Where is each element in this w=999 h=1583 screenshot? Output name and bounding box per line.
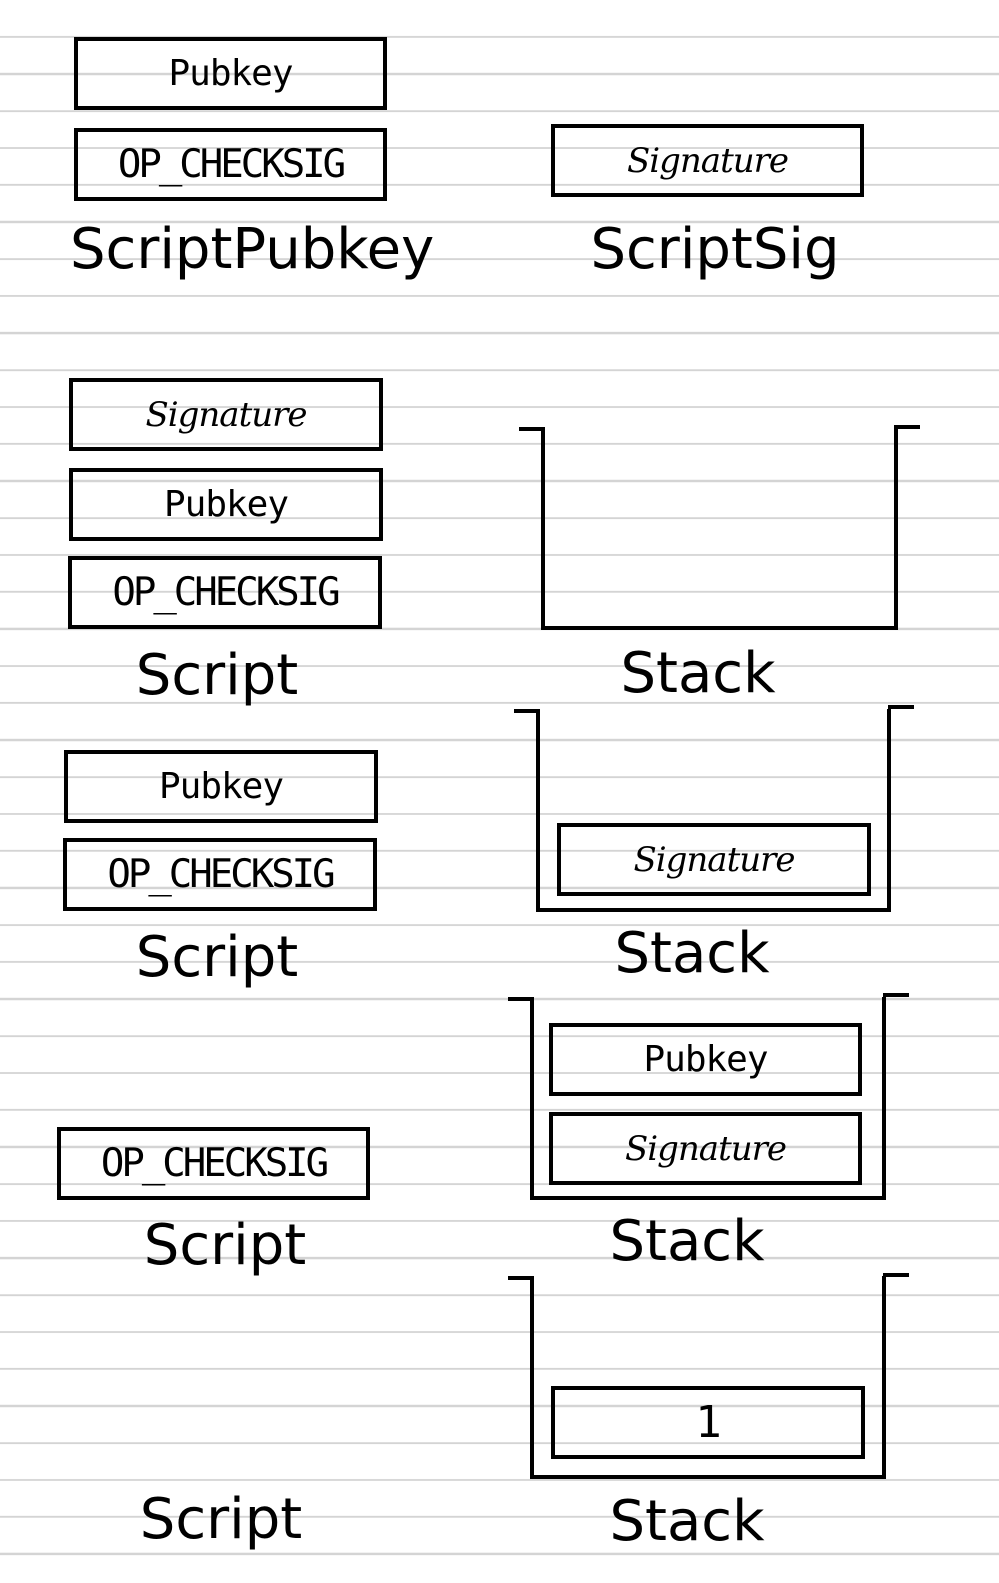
step2-stack-label: Stack (614, 921, 770, 986)
step1-script-checksig-box: OP_CHECKSIG (68, 556, 382, 629)
step3-stack-signature-box: Signature (549, 1112, 862, 1185)
step4-stack-right-lip (883, 1273, 909, 1277)
step2-stack-container (536, 709, 891, 912)
step3-stack-left-lip (508, 997, 534, 1001)
step4-stack-left-lip (508, 1276, 534, 1280)
step1-stack-label: Stack (620, 641, 776, 706)
step2-stack-right-lip (888, 705, 914, 709)
step1-script-pubkey-box: Pubkey (69, 468, 383, 541)
scriptpubkey-checksig-box: OP_CHECKSIG (74, 128, 387, 201)
step1-stack-left-lip (519, 427, 545, 431)
scriptpubkey-label: ScriptPubkey (70, 217, 435, 282)
step1-stack-container (541, 427, 898, 630)
step3-script-checksig-box: OP_CHECKSIG (57, 1127, 370, 1200)
step4-script-label: Script (139, 1487, 303, 1552)
scriptpubkey-pubkey-box: Pubkey (74, 37, 387, 110)
step3-stack-pubkey-box: Pubkey (549, 1023, 862, 1096)
step1-script-signature-box: Signature (69, 378, 383, 451)
step3-stack-right-lip (883, 993, 909, 997)
step3-stack-container (530, 997, 886, 1200)
step2-script-checksig-box: OP_CHECKSIG (63, 838, 377, 911)
step1-script-label: Script (135, 643, 299, 708)
step4-stack-result-box: 1 (551, 1386, 865, 1459)
step2-stack-signature-box: Signature (557, 823, 871, 896)
step4-stack-container (530, 1276, 886, 1479)
step1-stack-right-lip (894, 425, 920, 429)
step3-script-label: Script (143, 1213, 307, 1278)
scriptsig-label: ScriptSig (590, 217, 840, 282)
step3-stack-label: Stack (609, 1209, 765, 1274)
step2-script-pubkey-box: Pubkey (64, 750, 378, 823)
step4-stack-label: Stack (609, 1489, 765, 1554)
scriptsig-signature-box: Signature (551, 124, 864, 197)
step2-script-label: Script (135, 925, 299, 990)
step2-stack-left-lip (514, 709, 540, 713)
